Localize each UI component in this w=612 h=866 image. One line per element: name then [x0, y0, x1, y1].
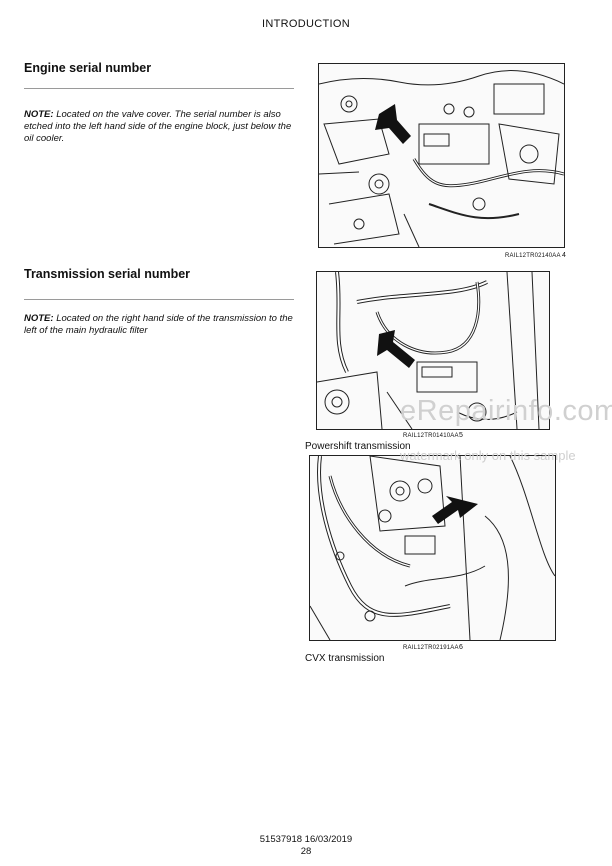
cvx-figure — [309, 455, 556, 641]
section-divider — [24, 299, 294, 300]
page-header: INTRODUCTION — [262, 18, 350, 30]
figure-caption: Powershift transmission — [305, 441, 411, 452]
figure-number: 4 — [562, 252, 566, 259]
note-label: NOTE: — [24, 313, 54, 324]
engine-figure — [318, 63, 565, 248]
pointer-arrow — [377, 330, 415, 368]
figure-ref: RAIL12TR01410AA — [403, 433, 459, 439]
section-divider — [24, 88, 294, 89]
watermark-site: eRepairinfo.com — [400, 395, 612, 427]
transmission-serial-heading: Transmission serial number — [24, 267, 191, 281]
page-number: 28 — [300, 846, 312, 857]
engine-serial-heading: Engine serial number — [24, 61, 152, 75]
note-label: NOTE: — [24, 109, 54, 120]
figure-ref: RAIL12TR02191AA — [403, 645, 459, 651]
powershift-figure — [316, 271, 550, 430]
pointer-arrow — [375, 104, 411, 144]
transmission-serial-note: NOTE: Located on the right hand side of … — [24, 313, 294, 337]
pointer-arrow — [432, 496, 478, 524]
watermark-notice: watermark only on this sample — [400, 448, 576, 463]
engine-illustration — [319, 70, 564, 247]
figure-number: 5 — [459, 432, 463, 439]
figure-number: 6 — [459, 644, 463, 651]
note-text: Located on the right hand side of the tr… — [24, 313, 293, 336]
note-text: Located on the valve cover. The serial n… — [24, 109, 292, 144]
engine-serial-note: NOTE: Located on the valve cover. The se… — [24, 109, 294, 145]
cvx-illustration — [310, 456, 555, 640]
figure-ref: RAIL12TR02140AA — [505, 253, 561, 259]
figure-caption: CVX transmission — [305, 653, 385, 664]
powershift-illustration — [317, 272, 540, 429]
footer-doc-id: 51537918 16/03/2019 — [259, 834, 353, 845]
